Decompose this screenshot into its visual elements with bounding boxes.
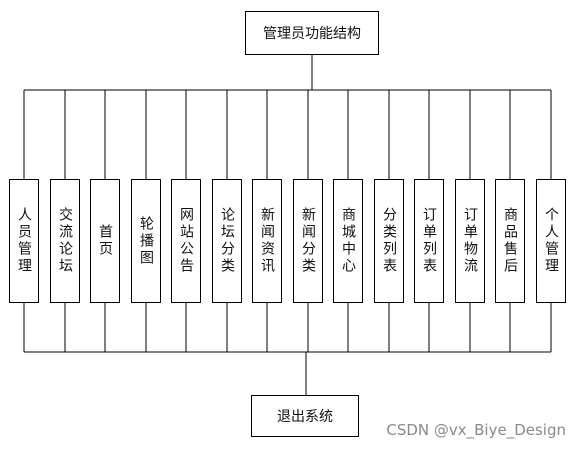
module-node: 订单列表 [414, 179, 444, 303]
module-node: 论坛分类 [212, 179, 242, 303]
module-node: 交流论坛 [50, 179, 80, 303]
root-node-label: 管理员功能结构 [263, 26, 361, 42]
watermark-text: CSDN @vx_Biye_Design [386, 421, 566, 439]
module-node: 新闻分类 [293, 179, 323, 303]
module-node-label: 分类列表 [381, 207, 397, 275]
module-node: 首页 [90, 179, 120, 303]
module-node-label: 商城中心 [340, 207, 356, 275]
module-node: 商品售后 [495, 179, 525, 303]
module-node: 订单物流 [455, 179, 485, 303]
root-node: 管理员功能结构 [245, 11, 379, 55]
module-node-label: 新闻资讯 [259, 207, 275, 275]
module-node: 人员管理 [9, 179, 39, 303]
module-node-label: 人员管理 [16, 207, 32, 275]
module-node-label: 轮播图 [138, 215, 154, 267]
logout-node: 退出系统 [251, 395, 359, 437]
module-node: 个人管理 [536, 179, 566, 303]
module-node: 商城中心 [333, 179, 363, 303]
module-node-label: 网站公告 [178, 207, 194, 275]
module-node-label: 论坛分类 [219, 207, 235, 275]
module-node: 网站公告 [171, 179, 201, 303]
module-node-label: 订单列表 [421, 207, 437, 275]
module-node: 新闻资讯 [252, 179, 282, 303]
module-node-label: 商品售后 [502, 207, 518, 275]
module-node-label: 新闻分类 [300, 207, 316, 275]
module-node: 轮播图 [131, 179, 161, 303]
module-node: 分类列表 [374, 179, 404, 303]
module-node-label: 交流论坛 [57, 207, 73, 275]
logout-node-label: 退出系统 [277, 409, 333, 425]
module-node-label: 个人管理 [543, 207, 559, 275]
module-node-label: 首页 [97, 224, 113, 258]
module-node-label: 订单物流 [462, 207, 478, 275]
